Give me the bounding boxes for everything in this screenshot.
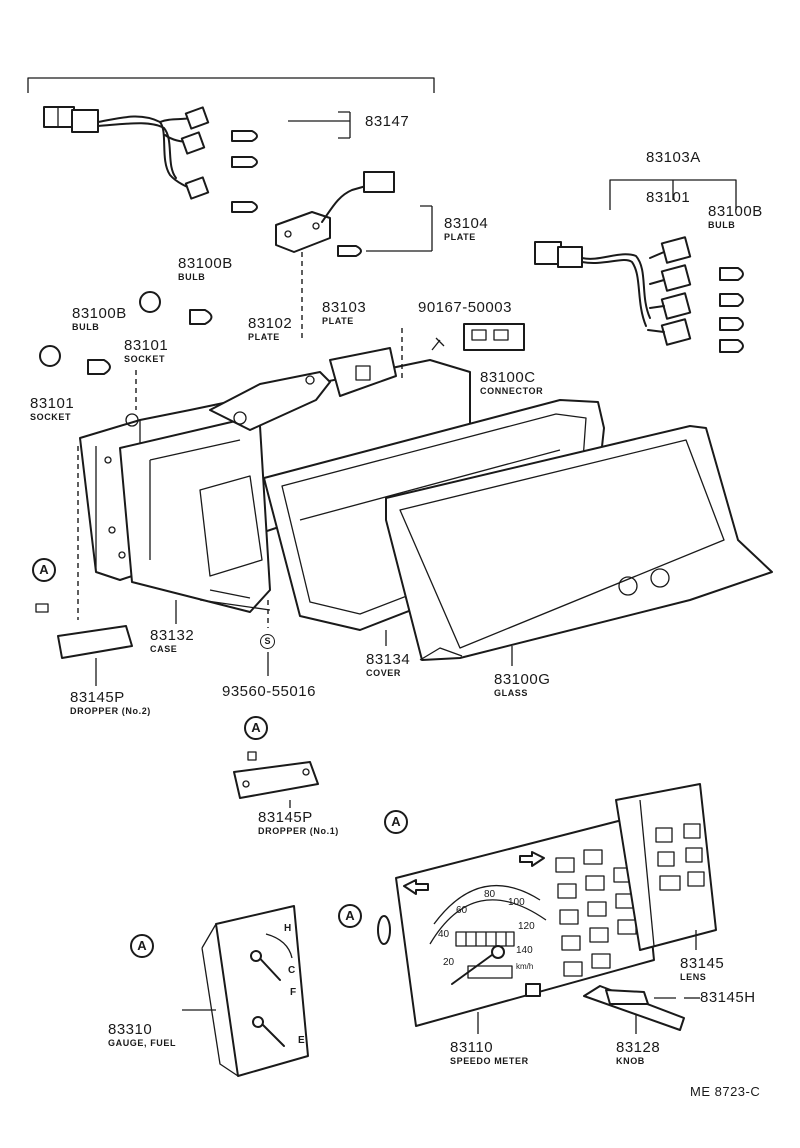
glass-83100G bbox=[385, 425, 773, 661]
plate-83104 bbox=[275, 171, 433, 340]
callout-83100B-right: 83100B BULB bbox=[708, 203, 763, 230]
battery-icon bbox=[683, 823, 701, 839]
marker-a-circle: A bbox=[384, 810, 408, 834]
callout-83145: 83145 LENS bbox=[680, 955, 725, 982]
dropper-no1-83145P bbox=[233, 751, 319, 799]
callout-90167-50003: 90167-50003 bbox=[418, 299, 512, 316]
callout-83100C: 83100C CONNECTOR bbox=[480, 369, 544, 396]
dial-speed-80: 80 bbox=[484, 889, 496, 900]
gauge-label-h: H bbox=[284, 923, 292, 934]
gauge-label-f: F bbox=[290, 987, 297, 998]
callout-83110: 83110 SPEEDO METER bbox=[450, 1039, 529, 1066]
gauge-label-c: C bbox=[288, 965, 296, 976]
marker-a-circle: A bbox=[244, 716, 268, 740]
dial-speed-140: 140 bbox=[516, 945, 533, 956]
wire-harness-83147 bbox=[43, 106, 351, 213]
marker-s-circle: S bbox=[260, 634, 275, 649]
callout-83145H: 83145H bbox=[700, 989, 756, 1006]
marker-a-circle: A bbox=[130, 934, 154, 958]
callout-83132: 83132 CASE bbox=[150, 627, 195, 654]
connector-83100C bbox=[401, 323, 525, 380]
knob-83128 bbox=[583, 985, 685, 1031]
case-83132 bbox=[79, 347, 471, 613]
callout-83103A: 83103A bbox=[646, 149, 701, 166]
drawing-reference: ME 8723-C bbox=[690, 1084, 761, 1099]
callout-83147: 83147 bbox=[365, 113, 410, 130]
dropper-no2-83145P bbox=[35, 446, 133, 659]
callout-83104: 83104 PLATE bbox=[444, 215, 489, 242]
top-group-bracket bbox=[27, 77, 435, 93]
wire-harness-83103A bbox=[534, 179, 744, 353]
callout-83310: 83310 GAUGE, FUEL bbox=[108, 1021, 177, 1048]
gauge-fuel-83310 bbox=[201, 905, 309, 1077]
lens-83145 bbox=[615, 783, 717, 951]
fuel-pump-icon bbox=[685, 847, 703, 863]
callout-83134: 83134 COVER bbox=[366, 651, 411, 678]
callout-83128: 83128 KNOB bbox=[616, 1039, 661, 1066]
marker-a-circle: A bbox=[338, 904, 362, 928]
dial-speed-100: 100 bbox=[508, 897, 525, 908]
callout-83100B-top: 83100B BULB bbox=[178, 255, 233, 282]
dial-unit: km/h bbox=[516, 962, 534, 971]
callout-83101-left: 83101 SOCKET bbox=[30, 395, 75, 422]
marker-a-circle: A bbox=[32, 558, 56, 582]
callout-83101-middle: 83101 SOCKET bbox=[124, 337, 169, 364]
dial-speed-20: 20 bbox=[443, 957, 455, 968]
callout-83103: 83103 PLATE bbox=[322, 299, 367, 326]
callout-83145P-no1: 83145P DROPPER (No.1) bbox=[258, 809, 339, 836]
leader-lines bbox=[95, 600, 700, 1034]
dial-speed-40: 40 bbox=[438, 929, 450, 940]
dial-speed-60: 60 bbox=[456, 905, 468, 916]
callout-83101-right: 83101 bbox=[646, 189, 691, 206]
gauge-label-e: E bbox=[298, 1035, 305, 1046]
callout-83100B-left: 83100B BULB bbox=[72, 305, 127, 332]
arrow-left-indicator-icon bbox=[403, 879, 429, 895]
socket-bulb-left bbox=[39, 291, 213, 410]
callout-93560-55016: 93560-55016 bbox=[222, 683, 316, 700]
callout-83102: 83102 PLATE bbox=[248, 315, 293, 342]
oil-can-icon bbox=[655, 827, 673, 843]
dial-speed-120: 120 bbox=[518, 921, 535, 932]
tripmeter-window bbox=[467, 965, 513, 979]
callout-83100G: 83100G GLASS bbox=[494, 671, 551, 698]
odometer-window bbox=[455, 931, 515, 947]
arrow-right-indicator-icon bbox=[519, 851, 545, 867]
callout-83145P-no2: 83145P DROPPER (No.2) bbox=[70, 689, 151, 716]
seatbelt-icon bbox=[657, 851, 675, 867]
